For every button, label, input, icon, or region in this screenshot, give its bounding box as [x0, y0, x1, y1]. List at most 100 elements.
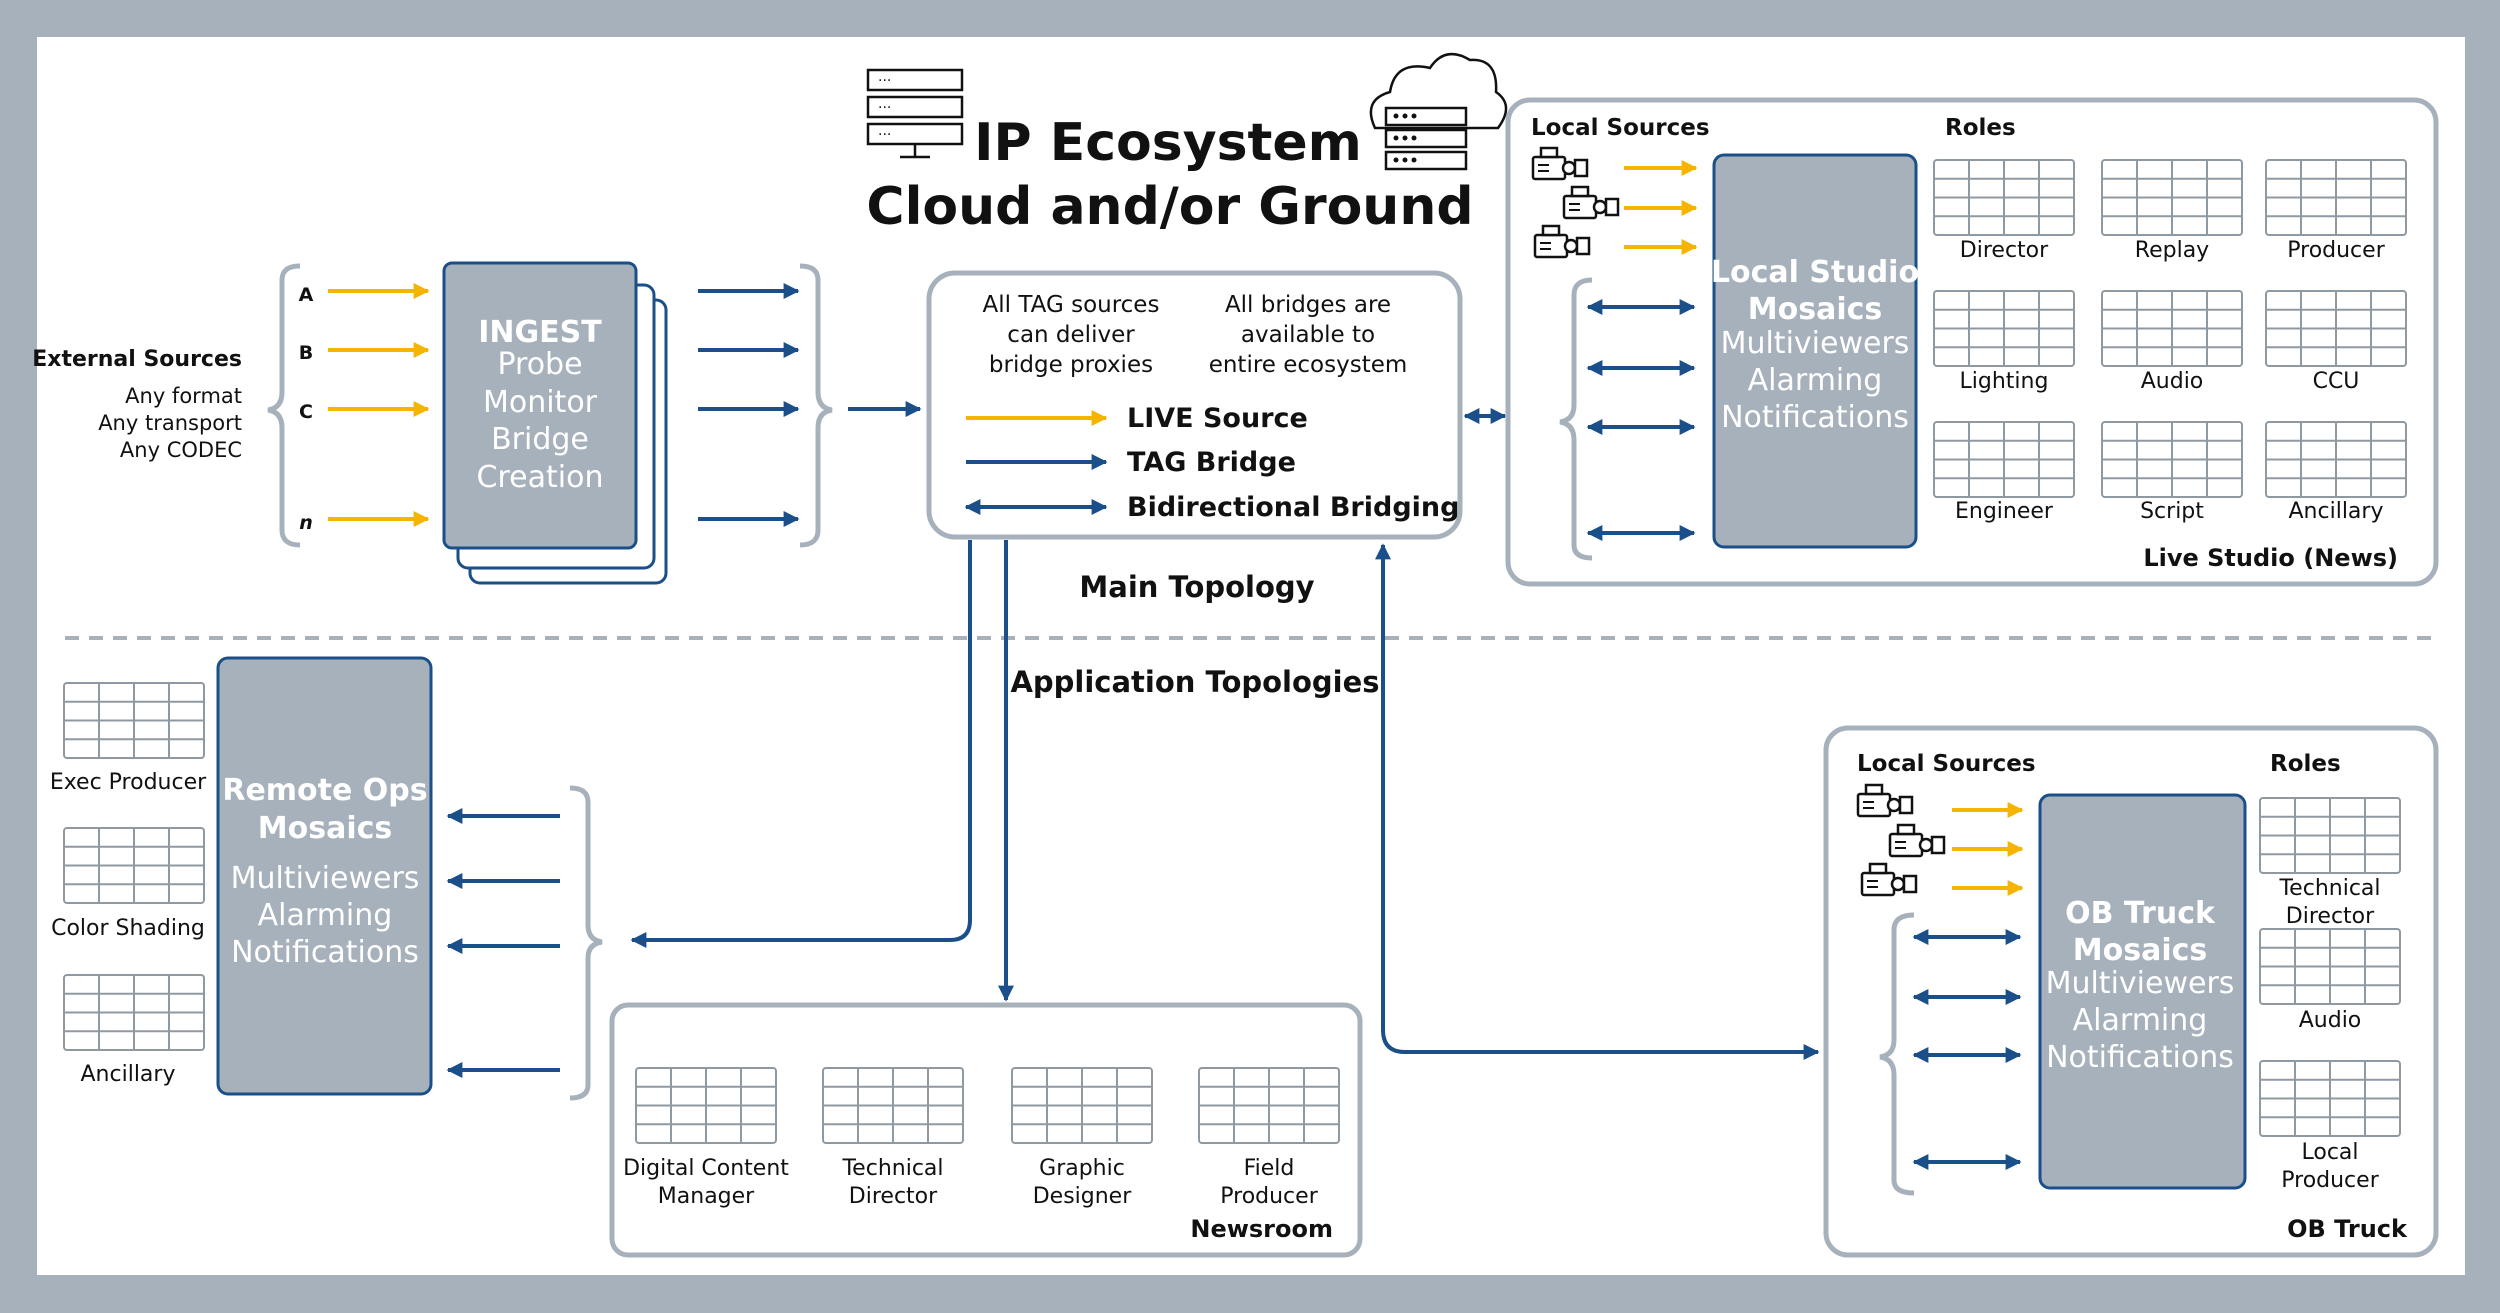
- newsroom-label: Newsroom: [1190, 1215, 1333, 1243]
- ob-truck-bridge-arrows: [1912, 929, 2022, 1170]
- remote-ops-line: Multiviewers: [231, 861, 420, 896]
- role-ancillary: Ancillary: [81, 1062, 176, 1087]
- input-label-a: A: [299, 284, 314, 306]
- legend-live-source: LIVE Source: [1127, 403, 1308, 434]
- multiviewer-grid-icon: [2265, 421, 2407, 498]
- remote-ops-title: Remote Ops: [222, 773, 427, 808]
- multiviewer-grid-icon: [2259, 1060, 2401, 1137]
- multiviewer-grid-icon: [2265, 290, 2407, 367]
- application-topologies-label: Application Topologies: [1010, 665, 1379, 699]
- multiviewer-grid-icon: [2101, 159, 2243, 236]
- core-to-ob-truck-arrow: [1375, 543, 1820, 1060]
- core-to-remote-ops-arrow: [630, 540, 972, 948]
- ingest-output-arrows: [698, 283, 800, 527]
- local-studio-line: Multiviewers: [1721, 326, 1910, 361]
- main-topology-label: Main Topology: [1079, 570, 1314, 604]
- role-director: Director: [1960, 238, 2049, 263]
- multiviewer-grid-icon: [1933, 159, 2075, 236]
- cloud-server-icon: [1369, 52, 1508, 171]
- live-studio-role-grids: [1933, 159, 2407, 498]
- ingest-line: Creation: [477, 460, 604, 495]
- ob-truck-line: Alarming: [2073, 1003, 2208, 1038]
- role-local-producer: Local: [2301, 1140, 2358, 1165]
- multiviewer-grid-icon: [822, 1067, 964, 1144]
- role-technical-director: Director: [2286, 904, 2375, 929]
- role-technical-director: Technical: [841, 1156, 943, 1181]
- multiviewer-grid-icon: [1198, 1067, 1340, 1144]
- input-arrows: [328, 283, 430, 527]
- legend-tag-bridge: TAG Bridge: [1127, 447, 1296, 478]
- external-sources-line: Any CODEC: [120, 438, 242, 462]
- server-stack-icon: [866, 68, 964, 159]
- ingest-line: Probe: [497, 347, 582, 382]
- ingest-line: Monitor: [483, 385, 598, 420]
- ob-truck-source-arrows: [1952, 802, 2024, 896]
- core-note-right: available to: [1241, 322, 1375, 348]
- ingest-box: [442, 261, 638, 550]
- live-studio-bridge-arrows: [1586, 299, 1696, 541]
- title-line-2: Cloud and/or Ground: [866, 177, 1473, 237]
- remote-ops-mosaics-box: [216, 656, 433, 1096]
- ob-truck-label: OB Truck: [2287, 1215, 2408, 1243]
- multiviewer-grid-icon: [2101, 421, 2243, 498]
- role-producer: Producer: [2287, 238, 2385, 263]
- role-ccu: CCU: [2313, 369, 2360, 394]
- role-engineer: Engineer: [1955, 499, 2054, 524]
- live-studio-label: Live Studio (News): [2143, 544, 2398, 572]
- core-note-right: entire ecosystem: [1209, 352, 1408, 378]
- role-technical-director: Director: [849, 1184, 938, 1209]
- multiviewer-grid-icon: [1011, 1067, 1153, 1144]
- role-color-shading: Color Shading: [51, 916, 205, 941]
- multiviewer-grid-icon: [63, 682, 205, 759]
- role-local-producer: Producer: [2281, 1168, 2379, 1193]
- ingest-title: INGEST: [478, 315, 602, 350]
- role-graphic-designer: Designer: [1033, 1184, 1132, 1209]
- multiviewer-grid-icon: [1933, 290, 2075, 367]
- local-studio-line: Notifications: [1721, 400, 1909, 435]
- title-line-1: IP Ecosystem: [974, 113, 1362, 173]
- legend-bidirectional-bridging: Bidirectional Bridging: [1127, 492, 1459, 523]
- role-graphic-designer: Graphic: [1039, 1156, 1125, 1181]
- ob-truck-line: Notifications: [2046, 1040, 2234, 1075]
- role-exec-producer: Exec Producer: [50, 770, 207, 795]
- local-studio-title: Mosaics: [1748, 292, 1883, 327]
- role-replay: Replay: [2135, 238, 2209, 263]
- remote-ops-bracket: [569, 785, 603, 1101]
- local-studio-title: Local Studio: [1711, 255, 1919, 290]
- role-digital-content-manager: Manager: [658, 1184, 755, 1209]
- multiviewer-grid-icon: [2265, 159, 2407, 236]
- role-field-producer: Producer: [1220, 1184, 1318, 1209]
- remote-ops-line: Notifications: [231, 935, 419, 970]
- core-note-left: All TAG sources: [983, 292, 1160, 318]
- newsroom-panel: [609, 1002, 1363, 1258]
- core-note-left: bridge proxies: [989, 352, 1153, 378]
- role-field-producer: Field: [1244, 1156, 1295, 1181]
- ob-truck-line: Multiviewers: [2046, 966, 2235, 1001]
- ob-truck-title: Mosaics: [2073, 933, 2208, 968]
- live-studio-bracket: [1559, 277, 1593, 561]
- role-audio: Audio: [2141, 369, 2204, 394]
- ingest-line: Bridge: [491, 422, 589, 457]
- role-digital-content-manager: Digital Content: [623, 1156, 789, 1181]
- live-studio-roles-heading: Roles: [1945, 115, 2016, 141]
- role-ancillary: Ancillary: [2289, 499, 2384, 524]
- ob-truck-title: OB Truck: [2065, 896, 2216, 931]
- input-bracket: [267, 263, 301, 548]
- role-audio: Audio: [2299, 1008, 2362, 1033]
- ob-truck-roles-heading: Roles: [2270, 751, 2341, 777]
- external-sources-line: Any transport: [98, 411, 242, 435]
- ob-truck-local-sources: Local Sources: [1857, 751, 2036, 777]
- external-sources-heading: External Sources: [32, 347, 242, 372]
- local-studio-mosaics-box: [1712, 153, 1918, 549]
- local-studio-line: Alarming: [1748, 363, 1883, 398]
- multiviewer-grid-icon: [2259, 928, 2401, 1005]
- external-sources-line: Any format: [125, 384, 242, 408]
- input-label-n: n: [299, 512, 313, 534]
- remote-ops-title: Mosaics: [258, 811, 393, 846]
- role-lighting: Lighting: [1960, 369, 2049, 394]
- ob-truck-bracket: [1879, 912, 1915, 1196]
- live-studio-source-arrows: [1624, 160, 1698, 255]
- multiviewer-grid-icon: [2259, 797, 2401, 874]
- multiviewer-grid-icon: [63, 974, 205, 1051]
